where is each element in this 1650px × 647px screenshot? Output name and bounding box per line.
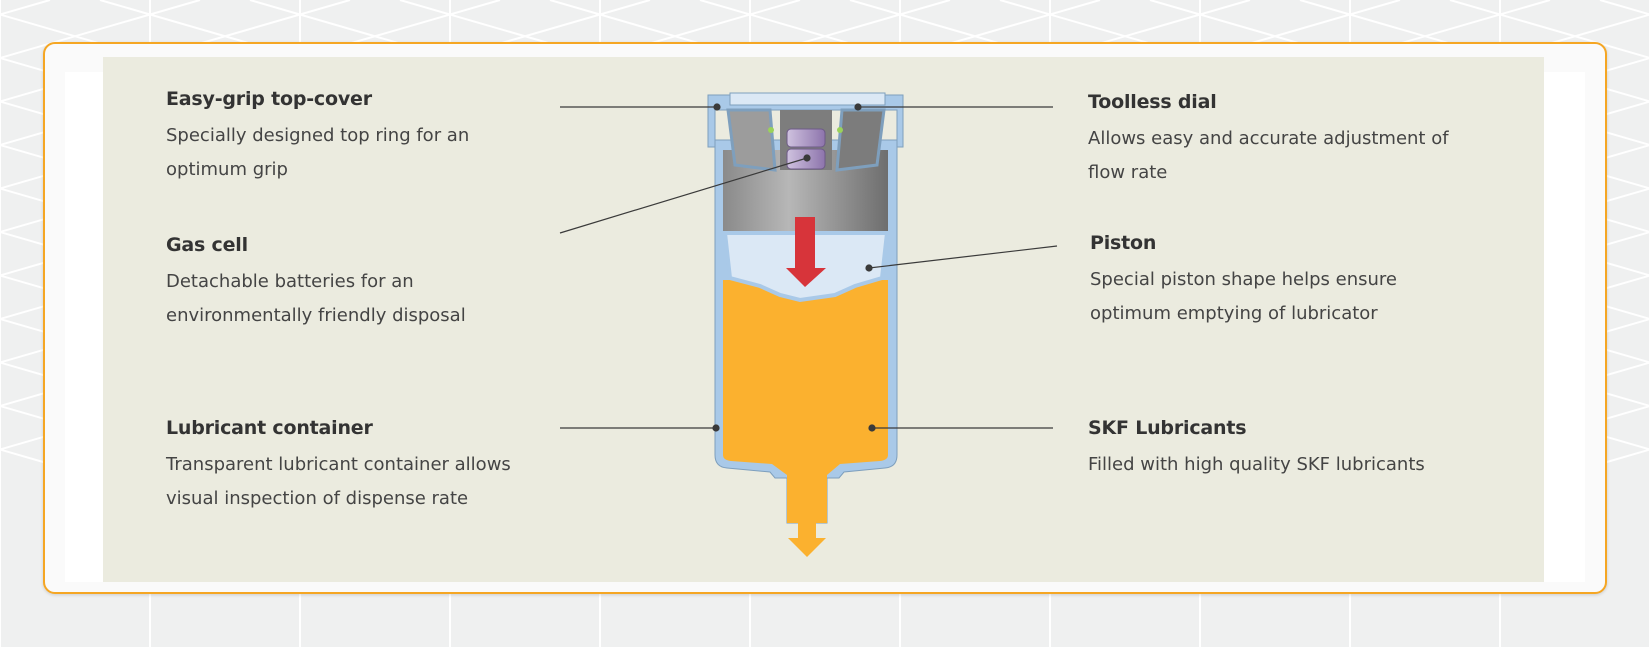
callout-desc: Transparent lubricant container allows bbox=[166, 454, 511, 475]
callout-desc: optimum grip bbox=[166, 159, 288, 180]
callout-desc: visual inspection of dispense rate bbox=[166, 488, 469, 509]
gas-cell-battery bbox=[786, 128, 826, 148]
dispense-arrow bbox=[788, 523, 826, 557]
callout-title: Piston bbox=[1090, 232, 1157, 254]
callout-title: Lubricant container bbox=[166, 417, 373, 439]
piston-direction-arrow bbox=[786, 217, 826, 287]
leader-piston bbox=[868, 245, 1058, 269]
callout-desc: Detachable batteries for an bbox=[166, 271, 414, 292]
callout-container: Lubricant container Transparent lubrican… bbox=[166, 417, 511, 516]
callout-desc: Allows easy and accurate adjustment of bbox=[1088, 128, 1449, 149]
callout-piston: Piston Special piston shape helps ensure… bbox=[1090, 232, 1397, 331]
callout-title: Easy-grip top-cover bbox=[166, 88, 372, 110]
callout-desc: optimum emptying of lubricator bbox=[1090, 303, 1378, 324]
callout-desc: environmentally friendly disposal bbox=[166, 305, 466, 326]
lubricant bbox=[723, 280, 888, 523]
callout-desc: Filled with high quality SKF lubricants bbox=[1088, 454, 1425, 475]
callout-desc: flow rate bbox=[1088, 162, 1168, 183]
callout-title: Gas cell bbox=[166, 234, 248, 256]
leader-gas-cell bbox=[559, 157, 808, 234]
callout-title: Toolless dial bbox=[1088, 91, 1217, 113]
callout-title: SKF Lubricants bbox=[1088, 417, 1247, 439]
callout-desc: Specially designed top ring for an bbox=[166, 125, 470, 146]
callout-desc: Special piston shape helps ensure bbox=[1090, 269, 1397, 290]
top-cover bbox=[707, 94, 904, 148]
callout-top-cover: Easy-grip top-cover Specially designed t… bbox=[166, 88, 469, 187]
callout-lubricants: SKF Lubricants Filled with high quality … bbox=[1088, 417, 1425, 482]
callout-gas-cell: Gas cell Detachable batteries for an env… bbox=[166, 234, 466, 333]
callout-dial: Toolless dial Allows easy and accurate a… bbox=[1088, 91, 1449, 190]
